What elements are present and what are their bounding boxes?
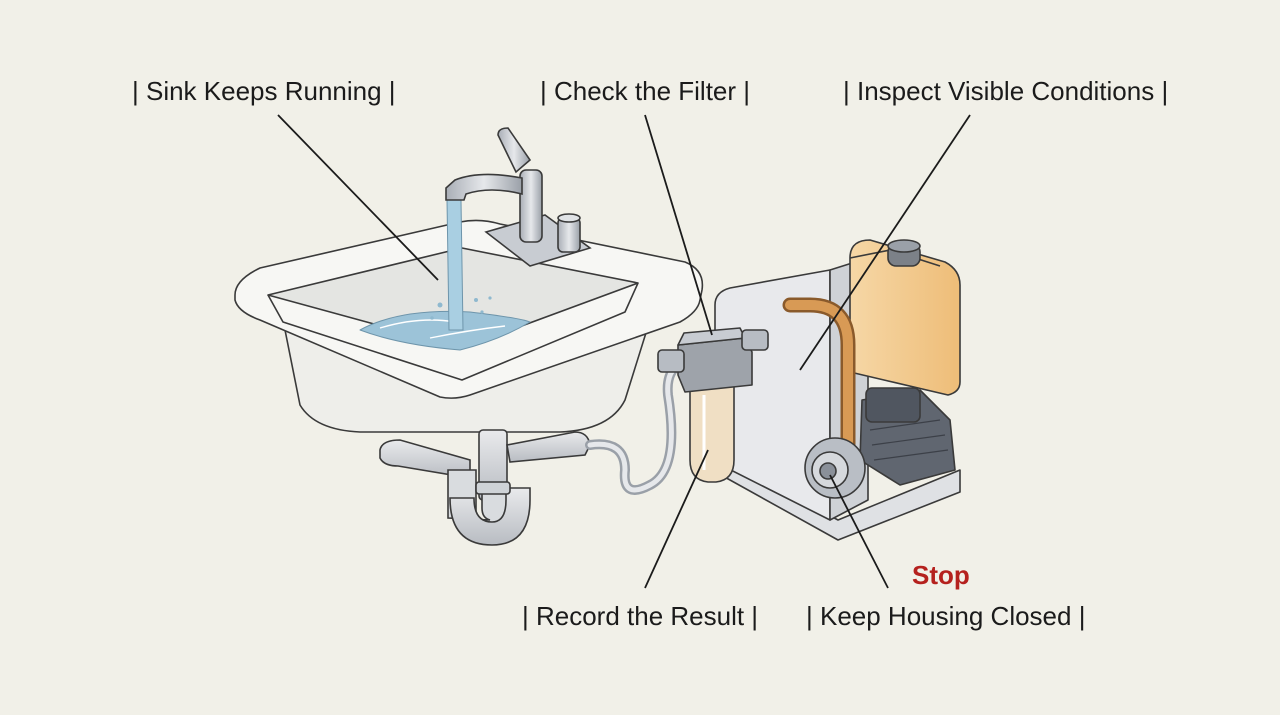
leader-line-record [644, 449, 709, 589]
label-inspect-visible-conditions: | Inspect Visible Conditions | [843, 76, 1169, 106]
stop-warning: Stop [912, 560, 970, 590]
water-filter [657, 327, 769, 483]
water-stream [446, 199, 464, 331]
sink-basin [234, 219, 704, 433]
label-sink-keeps-running: | Sink Keeps Running | [132, 76, 396, 106]
faucet-icon [445, 127, 592, 267]
label-keep-housing-closed: | Keep Housing Closed | [806, 601, 1086, 631]
label-record-result: | Record the Result | [522, 601, 759, 631]
water-splash-icon [430, 296, 492, 320]
pump-unit [711, 239, 961, 541]
label-check-filter: | Check the Filter | [540, 76, 751, 106]
drain-p-trap [379, 429, 591, 546]
leader-line-inspect [799, 114, 971, 371]
leader-line-filter [644, 114, 713, 336]
leader-line-housing [829, 474, 889, 589]
leader-line-sink [277, 114, 439, 281]
leader-lines [277, 114, 971, 589]
